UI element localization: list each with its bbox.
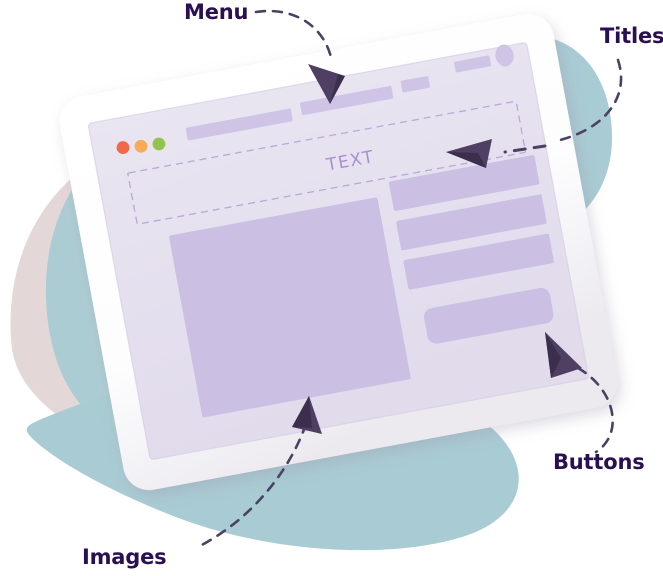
hero-image-block[interactable] <box>169 197 411 418</box>
side-block-2[interactable] <box>396 194 547 251</box>
titles-leader-line <box>558 58 623 142</box>
titles-arrow-icon <box>446 139 492 168</box>
callout-label-buttons: Buttons <box>553 450 645 474</box>
menu-arrow-icon <box>308 64 345 104</box>
callout-label-titles: Titles <box>600 24 663 48</box>
menu-item-3[interactable] <box>400 76 430 93</box>
menu-leader-line <box>254 9 334 64</box>
close-dot[interactable] <box>116 140 131 155</box>
callout-label-menu: Menu <box>184 0 249 24</box>
side-block-3[interactable] <box>403 233 554 290</box>
avatar-circle[interactable] <box>494 43 516 68</box>
buttons-leader-line <box>576 366 614 454</box>
titles-leader-line-2 <box>503 144 547 154</box>
menu-item-2[interactable] <box>299 85 394 116</box>
minimize-dot[interactable] <box>134 139 149 154</box>
maximize-dot[interactable] <box>151 137 166 152</box>
callout-label-images: Images <box>82 545 167 569</box>
browser-menu-bar[interactable] <box>184 76 431 141</box>
cta-button-block[interactable] <box>423 286 555 345</box>
images-leader-line <box>194 422 308 550</box>
menu-item-1[interactable] <box>185 108 293 141</box>
screen-inner-border <box>88 42 589 460</box>
account-label-bar[interactable] <box>454 55 492 73</box>
buttons-arrow-icon <box>545 332 582 378</box>
side-block-1[interactable] <box>388 155 540 211</box>
images-arrow-icon <box>292 396 322 434</box>
